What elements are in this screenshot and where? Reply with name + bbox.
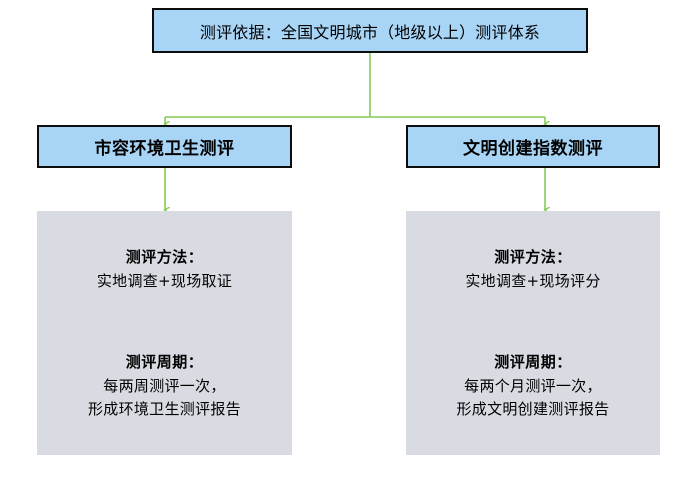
detail-panel-civilization-index: 测评方法： 实地调查+现场评分 测评周期： 每两个月测评一次， 形成文明创建测评… bbox=[406, 211, 660, 455]
method-title-left: 测评方法： bbox=[125, 247, 204, 266]
cycle-section-left: 测评周期： 每两周测评一次， 形成环境卫生测评报告 bbox=[37, 351, 292, 421]
branch-node-label-left: 市容环境卫生测评 bbox=[94, 139, 235, 159]
method-section-right: 测评方法： 实地调查+现场评分 bbox=[406, 246, 660, 293]
cycle-title-left: 测评周期： bbox=[125, 352, 204, 371]
detail-panel-city-appearance: 测评方法： 实地调查+现场取证 测评周期： 每两周测评一次， 形成环境卫生测评报… bbox=[37, 211, 292, 455]
method-title-right: 测评方法： bbox=[494, 247, 572, 266]
cycle-title-right: 测评周期： bbox=[494, 352, 572, 371]
method-section-left: 测评方法： 实地调查+现场取证 bbox=[37, 246, 292, 293]
cycle-section-right: 测评周期： 每两个月测评一次， 形成文明创建测评报告 bbox=[406, 351, 660, 421]
branch-node-city-appearance: 市容环境卫生测评 bbox=[37, 125, 292, 168]
cycle-line1-right: 每两个月测评一次， bbox=[464, 376, 602, 395]
cycle-line2-right: 形成文明创建测评报告 bbox=[456, 399, 610, 418]
branch-node-civilization-index: 文明创建指数测评 bbox=[406, 125, 660, 168]
method-text-right: 实地调查+现场评分 bbox=[465, 271, 601, 290]
method-text-left: 实地调查+现场取证 bbox=[96, 271, 233, 290]
cycle-line1-left: 每两周测评一次， bbox=[103, 376, 226, 395]
branch-node-label-right: 文明创建指数测评 bbox=[463, 139, 603, 159]
root-node-label: 测评依据：全国文明城市（地级以上）测评体系 bbox=[199, 22, 541, 42]
root-node-evaluation-basis: 测评依据：全国文明城市（地级以上）测评体系 bbox=[152, 8, 588, 53]
cycle-line2-left: 形成环境卫生测评报告 bbox=[87, 399, 241, 418]
